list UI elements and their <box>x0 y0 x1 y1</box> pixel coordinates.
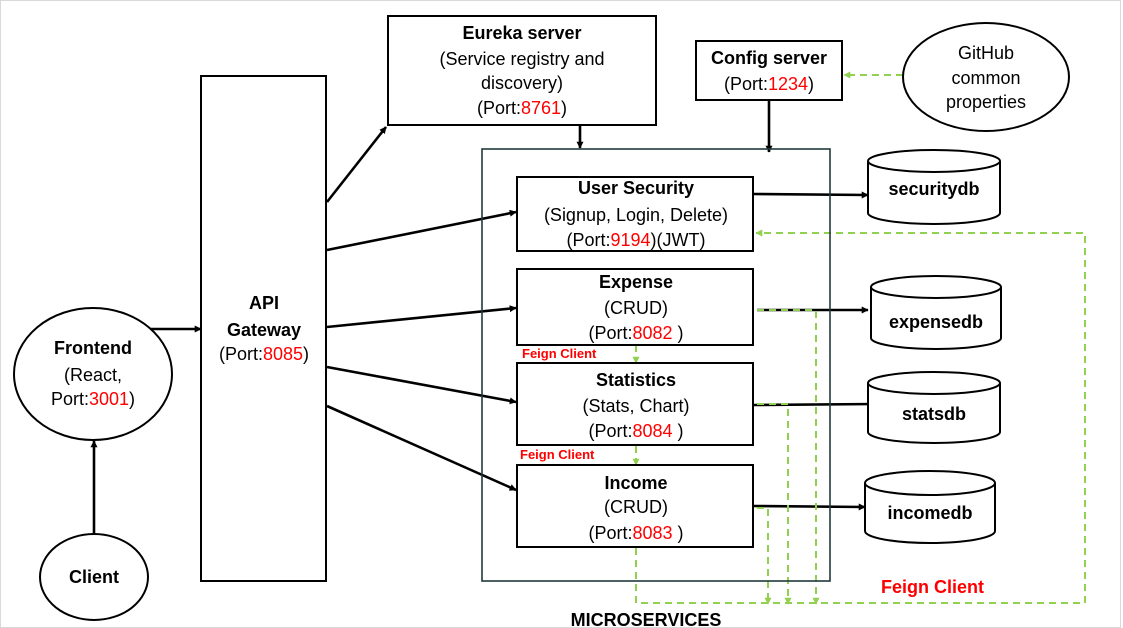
config-server-box <box>695 40 843 101</box>
eureka-server-desc-line1: (Service registry and <box>439 49 604 69</box>
securitydb-top <box>867 149 1001 173</box>
user-security-title: User Security <box>578 178 694 198</box>
securitydb-label: securitydb <box>888 179 979 199</box>
config-server-node: Config server (Port:1234) <box>695 40 843 101</box>
frontend-port: Port:3001) <box>51 389 135 409</box>
gateway-to-statistics-arrow <box>326 365 517 405</box>
eureka-server-port: (Port:8761) <box>477 98 567 118</box>
eureka-server-title: Eureka server <box>462 23 581 43</box>
eureka-server-desc-line2: discovery) <box>481 73 563 93</box>
incomedb-label: incomedb <box>887 503 972 523</box>
api-gateway-box <box>200 75 327 582</box>
gateway-to-eureka-arrow <box>325 126 388 203</box>
microservices-label: MICROSERVICES <box>571 610 722 628</box>
microservices-container <box>481 148 831 582</box>
statsdb-body <box>867 383 1001 444</box>
github-line2: common <box>951 68 1020 88</box>
expensedb-label: expensedb <box>889 312 983 332</box>
github-line1: GitHub <box>958 43 1014 63</box>
client-label: Client <box>69 567 119 587</box>
statistics-service: Statistics (Stats, Chart) (Port:8084 ) <box>516 362 754 446</box>
config-server-title: Config server <box>711 48 827 68</box>
gateway-to-income-arrow <box>326 404 517 492</box>
expense-desc: (CRUD) <box>604 298 668 318</box>
user-security-port: (Port:9194)(JWT) <box>566 230 705 250</box>
gateway-to-user-security-arrow <box>326 209 517 252</box>
github-line3: properties <box>946 92 1026 112</box>
statsdb-label: statsdb <box>902 404 966 424</box>
statistics-desc: (Stats, Chart) <box>582 396 689 416</box>
statistics-feign-drop <box>757 403 792 605</box>
frontend-stack: (React, <box>64 365 122 385</box>
income-service: Income (CRUD) (Port:8083 ) <box>516 464 754 548</box>
statistics-title: Statistics <box>596 370 676 390</box>
incomedb-cylinder: incomedb <box>864 470 996 544</box>
feign-client-label-bottom: Feign Client <box>881 577 984 597</box>
securitydb-cylinder: securitydb <box>867 149 1001 225</box>
github-ellipse <box>902 22 1070 132</box>
config-server-port: (Port:1234) <box>724 74 814 94</box>
securitydb-body <box>867 161 1001 225</box>
statsdb-cylinder: statsdb <box>867 371 1001 444</box>
income-to-incomedb-arrow <box>753 503 866 511</box>
expense-port: (Port:8082 ) <box>588 323 683 343</box>
expense-service: Expense (CRUD) (Port:8082 ) <box>516 268 754 346</box>
expensedb-cylinder: expensedb <box>870 275 1002 350</box>
frontend-title: Frontend <box>54 338 132 358</box>
incomedb-body <box>864 483 996 544</box>
income-box <box>516 464 754 548</box>
expense-feign-drop <box>757 309 820 605</box>
statistics-box <box>516 362 754 446</box>
feign-loop-to-user-security <box>635 229 1086 604</box>
income-port: (Port:8083 ) <box>588 523 683 543</box>
feign-client-label-statistics-income: Feign Client <box>520 447 595 462</box>
gateway-to-expense-arrow <box>326 305 517 329</box>
incomedb-top <box>864 470 996 496</box>
expense-title: Expense <box>599 272 673 292</box>
api-gateway-title-line2: Gateway <box>227 320 301 340</box>
expensedb-top <box>870 275 1002 299</box>
feign-client-label-expense-statistics: Feign Client <box>522 346 597 361</box>
income-desc: (CRUD) <box>604 497 668 517</box>
api-gateway-port: (Port:8085) <box>219 344 309 364</box>
income-title: Income <box>604 473 667 493</box>
client-ellipse <box>39 533 149 621</box>
user-security-service: User Security (Signup, Login, Delete) (P… <box>516 176 754 252</box>
user-security-desc: (Signup, Login, Delete) <box>544 205 728 225</box>
statsdb-top <box>867 371 1001 395</box>
frontend-node: Frontend (React, Port:3001) <box>13 307 173 441</box>
expense-box <box>516 268 754 346</box>
user-security-box <box>516 176 754 252</box>
income-feign-drop <box>757 507 772 605</box>
client-node: Client <box>39 533 149 621</box>
api-gateway-title-line1: API <box>249 293 279 313</box>
eureka-server-node: Eureka server (Service registry and disc… <box>387 15 657 126</box>
feign-connectors <box>632 71 1086 605</box>
statistics-port: (Port:8084 ) <box>588 421 683 441</box>
api-gateway-node: API Gateway (Port:8085) <box>200 75 327 582</box>
user-security-to-securitydb-arrow <box>753 191 869 199</box>
frontend-ellipse <box>13 307 173 441</box>
github-node: GitHub common properties <box>902 22 1070 132</box>
expensedb-body <box>870 287 1002 350</box>
eureka-server-box <box>387 15 657 126</box>
